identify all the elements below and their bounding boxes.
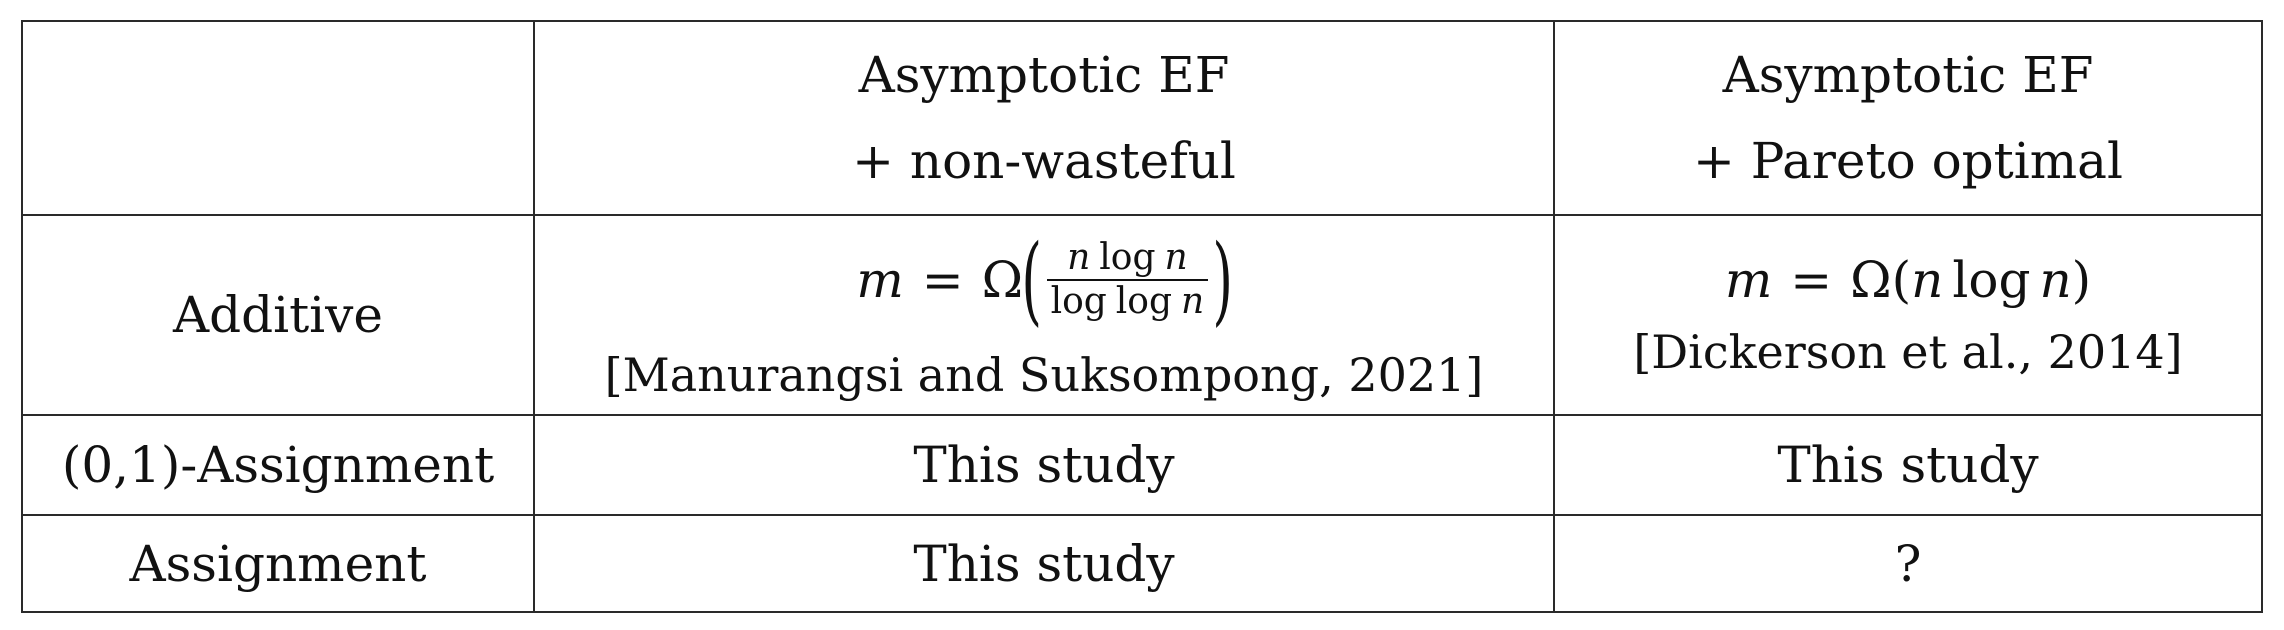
header-col2-line2: + non-wasteful	[852, 132, 1236, 190]
header-col3-line2: + Pareto optimal	[1693, 132, 2123, 190]
row-label-01-assignment: (0,1)-Assignment	[21, 414, 535, 516]
table-row-assignment: Assignment This study ?	[21, 514, 2263, 613]
row-label-assignment: Assignment	[21, 514, 535, 613]
citation-dickerson: [Dickerson et al., 2014]	[1633, 325, 2183, 379]
header-col2-line1: Asymptotic EF	[858, 46, 1230, 104]
results-table: Asymptotic EF + non-wasteful Asymptotic …	[21, 20, 2263, 613]
cell-assignment-non-wasteful: This study	[533, 514, 1555, 613]
formula-n-log-n: m = Ω ( n log n )	[1724, 251, 2092, 309]
cell-assignment-pareto-optimal: ?	[1553, 514, 2263, 613]
header-cell-non-wasteful: Asymptotic EF + non-wasteful	[533, 20, 1555, 216]
citation-manurangsi-suksompong: [Manurangsi and Suksompong, 2021]	[604, 348, 1484, 402]
table-row-01-assignment: (0,1)-Assignment This study This study	[21, 414, 2263, 516]
cell-additive-pareto-optimal: m = Ω ( n log n ) [Dickerson et al., 201…	[1553, 214, 2263, 416]
cell-01-assignment-pareto-optimal: This study	[1553, 414, 2263, 516]
header-col3-line1: Asymptotic EF	[1722, 46, 2094, 104]
row-label-additive: Additive	[21, 214, 535, 416]
fraction-bar	[1046, 279, 1209, 281]
header-corner-cell	[21, 20, 535, 216]
cell-01-assignment-non-wasteful: This study	[533, 414, 1555, 516]
header-cell-pareto-optimal: Asymptotic EF + Pareto optimal	[1553, 20, 2263, 216]
header-row: Asymptotic EF + non-wasteful Asymptotic …	[21, 20, 2263, 216]
